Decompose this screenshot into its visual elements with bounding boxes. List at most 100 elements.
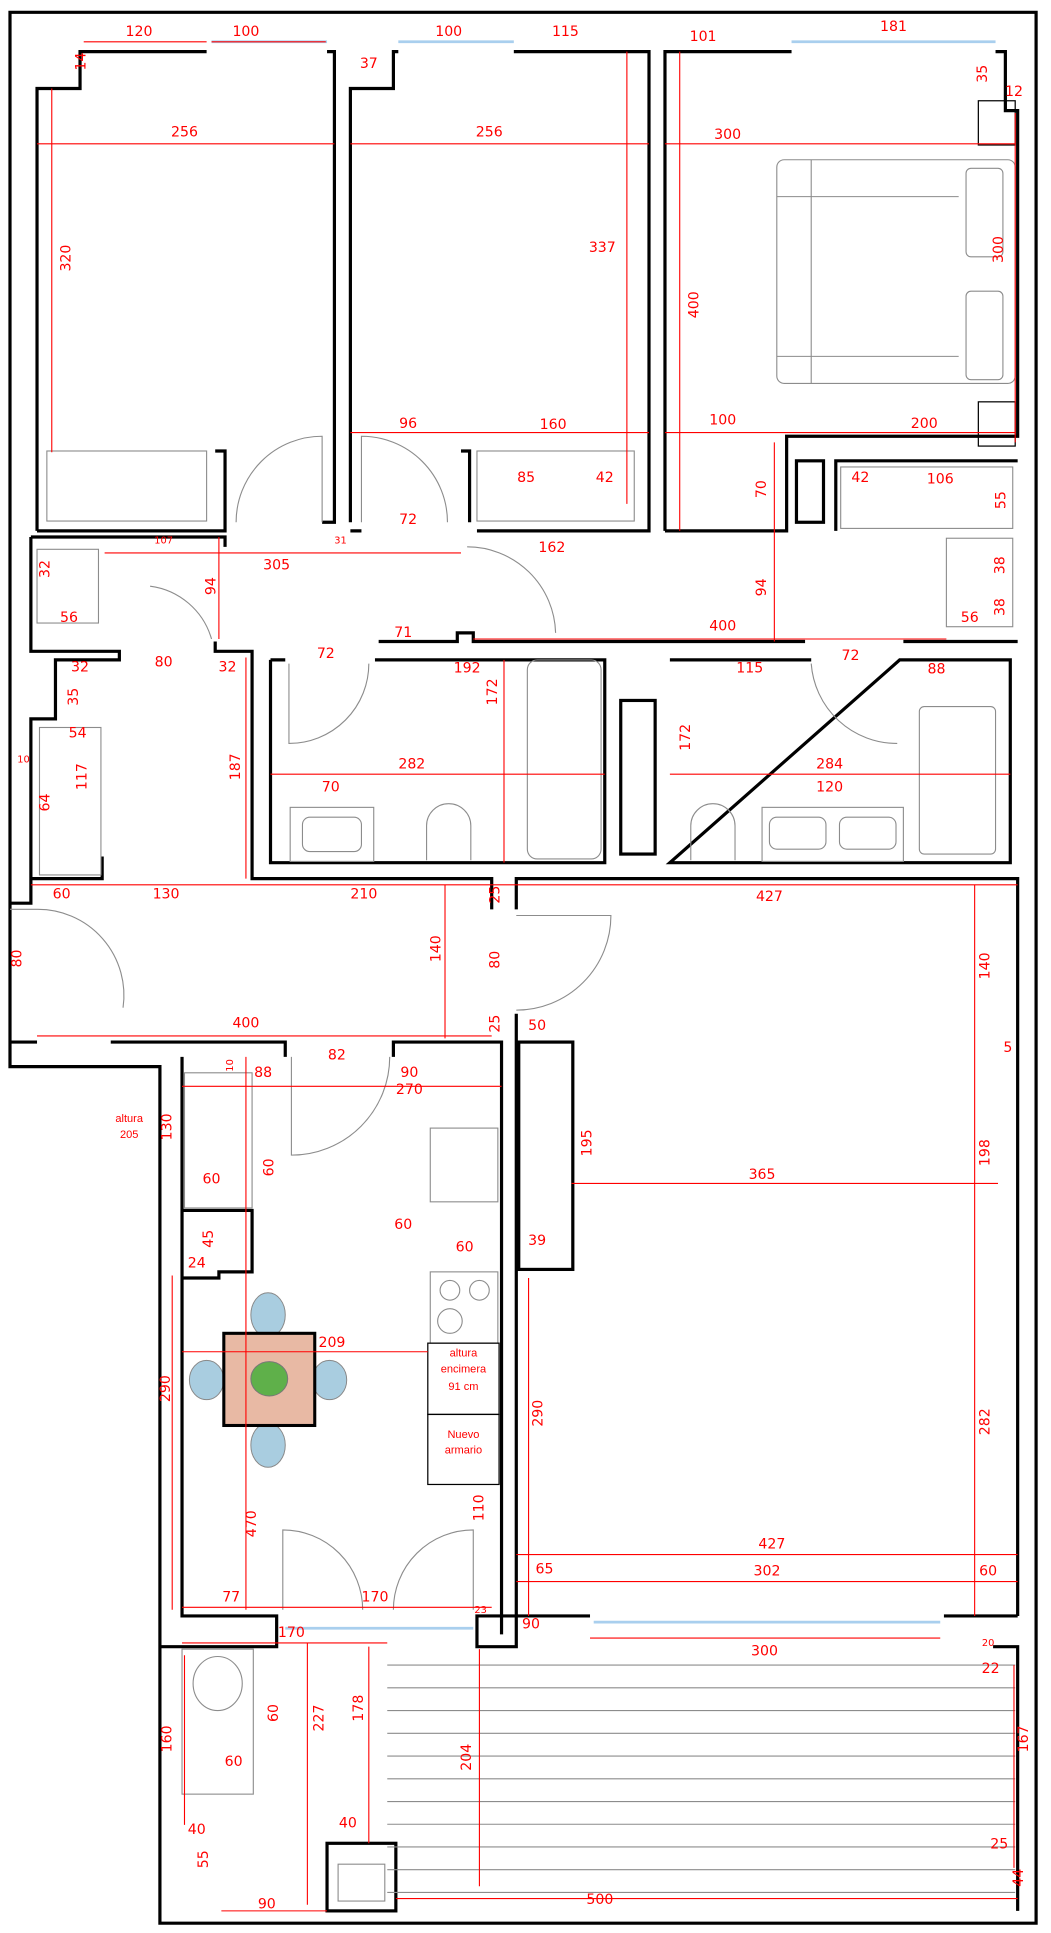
dimension-label: 427 — [758, 1537, 785, 1553]
dimension-label: 38 — [992, 598, 1008, 616]
dimension-label: 100 — [435, 24, 462, 40]
dimension-label: 500 — [586, 1892, 613, 1908]
dimension-label: 100 — [232, 24, 259, 40]
dimension-label: 88 — [254, 1065, 272, 1081]
dimension-label: 427 — [756, 889, 783, 905]
dimension-label: 302 — [753, 1564, 780, 1580]
dimension-label: 60 — [979, 1564, 997, 1580]
dimension-label: 32 — [219, 659, 237, 675]
dimension-label: 50 — [528, 1018, 546, 1034]
note-new-cabinet: Nuevo — [447, 1429, 479, 1441]
dimension-label: 200 — [911, 416, 938, 432]
dimension-label: 106 — [927, 471, 954, 487]
dimension-label: 40 — [339, 1816, 357, 1832]
note-counter-height: encimera — [441, 1364, 487, 1376]
dimension-label: 80 — [155, 654, 173, 670]
dimension-label: 42 — [596, 470, 614, 486]
dimension-label: 209 — [318, 1335, 345, 1351]
dimension-label: 94 — [754, 578, 770, 596]
dimension-label: 365 — [749, 1167, 776, 1183]
note-counter-height: altura — [450, 1348, 478, 1360]
dimension-label: 88 — [928, 662, 946, 678]
dimension-label: 110 — [471, 1494, 487, 1521]
dimension-label: 54 — [69, 726, 87, 742]
dimension-label: 130 — [153, 887, 180, 903]
exterior-wall — [8, 10, 1038, 1925]
dimension-label: 305 — [263, 557, 290, 573]
dimension-label: 55 — [196, 1850, 212, 1868]
dimension-label: 107 — [154, 536, 173, 547]
interior-walls — [9, 50, 1020, 1913]
dimension-label: 195 — [580, 1129, 596, 1156]
dimension-label: 72 — [399, 512, 417, 528]
dimension-label: 140 — [978, 952, 994, 979]
dimension-label: 24 — [188, 1255, 206, 1271]
note-new-cabinet: armario — [445, 1445, 482, 1457]
annotations: altura 205 altura encimera 91 cm Nuevo a… — [115, 1113, 487, 1457]
dimension-label: 5 — [1003, 1040, 1012, 1056]
dimension-label: 167 — [1016, 1725, 1032, 1752]
note-counter-height-value: 91 cm — [448, 1381, 478, 1393]
dimension-label: 44 — [1011, 1869, 1027, 1887]
dimension-label: 38 — [992, 556, 1008, 574]
dimension-label: 22 — [982, 1661, 1000, 1677]
dimension-label: 23 — [474, 1605, 487, 1616]
dimension-label: 160 — [159, 1725, 175, 1752]
chair — [250, 1292, 286, 1338]
dimension-label: 400 — [709, 619, 736, 635]
dimension-label: 35 — [975, 65, 991, 83]
dimension-label: 90 — [522, 1617, 540, 1633]
dimension-label: 55 — [994, 491, 1010, 509]
dimension-label: 198 — [978, 1139, 994, 1166]
dimension-label: 227 — [312, 1704, 328, 1731]
dimension-label: 70 — [754, 480, 770, 498]
dimension-lines — [30, 41, 1018, 1912]
dimension-label: 172 — [678, 724, 694, 751]
dimension-label: 290 — [530, 1400, 546, 1427]
dimension-label: 115 — [552, 24, 579, 40]
dimension-label: 60 — [266, 1704, 282, 1722]
dimension-label: 400 — [232, 1016, 259, 1032]
dimension-label: 337 — [589, 240, 616, 256]
dimension-label: 256 — [476, 125, 503, 141]
dimension-label: 39 — [528, 1233, 546, 1249]
wardrobe — [46, 450, 208, 522]
dimension-label: 31 — [334, 536, 347, 547]
dimension-label: 80 — [9, 950, 25, 968]
dimension-label: 178 — [351, 1695, 367, 1722]
chair — [311, 1359, 348, 1401]
bed — [776, 159, 1016, 384]
dimension-label: 170 — [361, 1590, 388, 1606]
dimension-label: 160 — [540, 417, 567, 433]
dimension-label: 210 — [350, 887, 377, 903]
dimension-label: 140 — [428, 935, 444, 962]
dimension-label: 101 — [690, 29, 717, 45]
dimension-label: 42 — [851, 470, 869, 486]
dimension-label: 14 — [73, 52, 89, 70]
dimension-label: 320 — [59, 245, 75, 272]
dimension-label: 71 — [394, 625, 412, 641]
dimension-label: 10 — [17, 754, 30, 765]
dimension-label: 60 — [225, 1754, 243, 1770]
dimension-label: 90 — [258, 1897, 276, 1913]
dimension-label: 170 — [278, 1625, 305, 1641]
dimension-label: 270 — [396, 1082, 423, 1098]
dimension-label: 77 — [222, 1590, 240, 1606]
dimension-label: 56 — [961, 610, 979, 626]
furniture — [36, 100, 1016, 1795]
dimension-label: 60 — [456, 1239, 474, 1255]
dimension-label: 10 — [225, 1059, 236, 1072]
dimension-label: 37 — [360, 56, 378, 72]
dimension-label: 56 — [60, 610, 78, 626]
chair — [188, 1359, 225, 1401]
dimension-label: 192 — [454, 661, 481, 677]
dimension-label: 85 — [517, 470, 535, 486]
dimension-label: 25 — [487, 1015, 503, 1033]
dimension-label: 115 — [736, 661, 763, 677]
dimension-label: 80 — [487, 951, 503, 969]
dimension-labels: 120 100 100 115 101 181 14 37 35 12 256 … — [9, 19, 1031, 1913]
dimension-label: 70 — [322, 780, 340, 796]
dimension-label: 90 — [400, 1065, 418, 1081]
dimension-label: 94 — [204, 577, 220, 595]
